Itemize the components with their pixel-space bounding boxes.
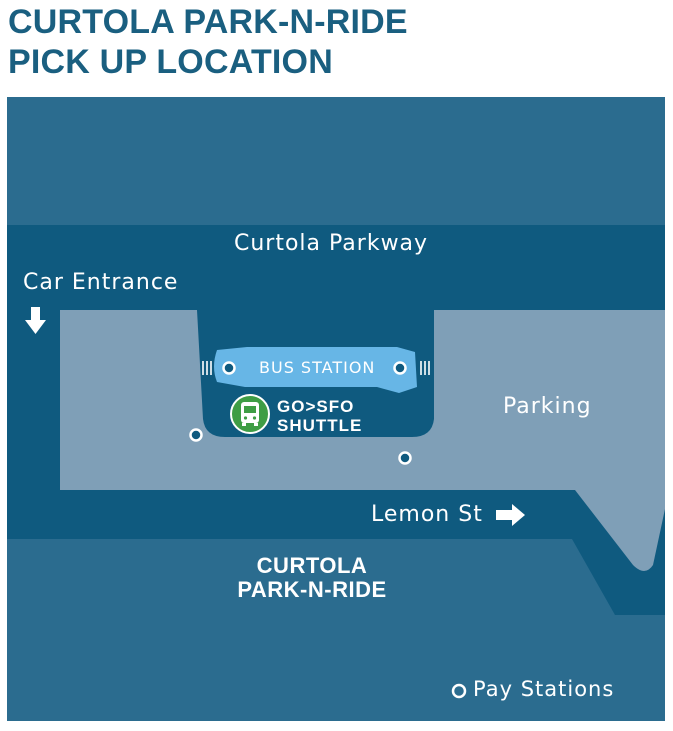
road-label-curtola-parkway: Curtola Parkway xyxy=(234,231,429,256)
pickup-map: Curtola Parkway Car Entrance BUS STATION… xyxy=(7,97,665,721)
title-line-1: CURTOLA PARK-N-RIDE xyxy=(8,3,408,41)
shuttle-label: GO>SFO SHUTTLE xyxy=(277,397,362,435)
legend-pay-stations: Pay Stations xyxy=(473,677,615,701)
title-line-2: PICK UP LOCATION xyxy=(8,43,333,81)
park-n-ride-line-2: PARK-N-RIDE xyxy=(237,577,387,602)
pay-station-marker xyxy=(393,361,407,375)
map-graphic xyxy=(7,97,665,721)
legend-pay-station-marker xyxy=(451,683,467,699)
parking-label: Parking xyxy=(503,394,592,419)
pay-station-marker xyxy=(398,451,412,465)
bus-station-area xyxy=(214,347,417,393)
arrow-down-icon xyxy=(25,307,46,334)
arrow-right-icon xyxy=(496,504,525,526)
pay-station-marker xyxy=(222,361,236,375)
parking-lot xyxy=(60,310,665,571)
shuttle-label-line-1: GO>SFO xyxy=(277,397,355,416)
bus-bay-marks-right xyxy=(420,361,430,375)
pay-station-marker xyxy=(189,428,203,442)
car-entrance-label: Car Entrance xyxy=(23,270,179,295)
bus-icon xyxy=(230,394,270,434)
park-n-ride-label: CURTOLA PARK-N-RIDE xyxy=(212,554,412,602)
page-title: CURTOLA PARK-N-RIDE PICK UP LOCATION xyxy=(8,2,408,82)
bus-bay-marks-left xyxy=(202,361,212,375)
shuttle-label-line-2: SHUTTLE xyxy=(277,416,363,435)
park-n-ride-line-1: CURTOLA xyxy=(256,553,368,578)
street-label-lemon-st: Lemon St xyxy=(371,502,483,527)
bus-station-label: BUS STATION xyxy=(259,358,376,377)
